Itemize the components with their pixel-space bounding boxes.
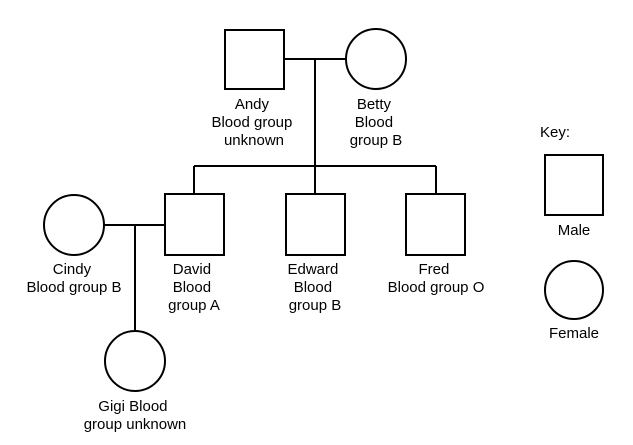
- david-label: David Blood group A: [168, 261, 220, 314]
- male-square-david: [164, 193, 225, 256]
- member-betty: Betty Blood group B: [345, 28, 407, 149]
- member-cindy: Cindy Blood group B: [26, 194, 122, 296]
- fred-label: Fred Blood group O: [388, 261, 485, 296]
- cindy-label: Cindy Blood group B: [26, 261, 121, 296]
- andy-label: Andy Blood group unknown: [211, 96, 296, 149]
- member-fred: Fred Blood group O: [388, 193, 485, 296]
- male-square-andy: [224, 29, 285, 90]
- betty-label: Betty Blood group B: [350, 96, 403, 149]
- key-female-circle: [544, 260, 604, 320]
- member-andy: Andy Blood group unknown: [211, 29, 296, 149]
- female-circle-gigi: [104, 330, 166, 392]
- gigi-label: Gigi Blood group unknown: [84, 398, 187, 433]
- member-edward: Edward Blood group B: [285, 193, 346, 314]
- pedigree-lines: [104, 58, 437, 331]
- edward-label: Edward Blood group B: [287, 261, 342, 314]
- key-female-label: Female: [549, 325, 599, 342]
- female-circle-cindy: [43, 194, 105, 256]
- member-gigi: Gigi Blood group unknown: [84, 330, 187, 433]
- legend-key: Key: Male Female: [540, 124, 604, 342]
- key-male-label: Male: [558, 222, 591, 239]
- key-male-square: [544, 154, 604, 216]
- key-title: Key:: [540, 124, 570, 141]
- female-circle-betty: [345, 28, 407, 90]
- member-david: David Blood group A: [164, 193, 225, 314]
- male-square-fred: [405, 193, 466, 256]
- male-square-edward: [285, 193, 346, 256]
